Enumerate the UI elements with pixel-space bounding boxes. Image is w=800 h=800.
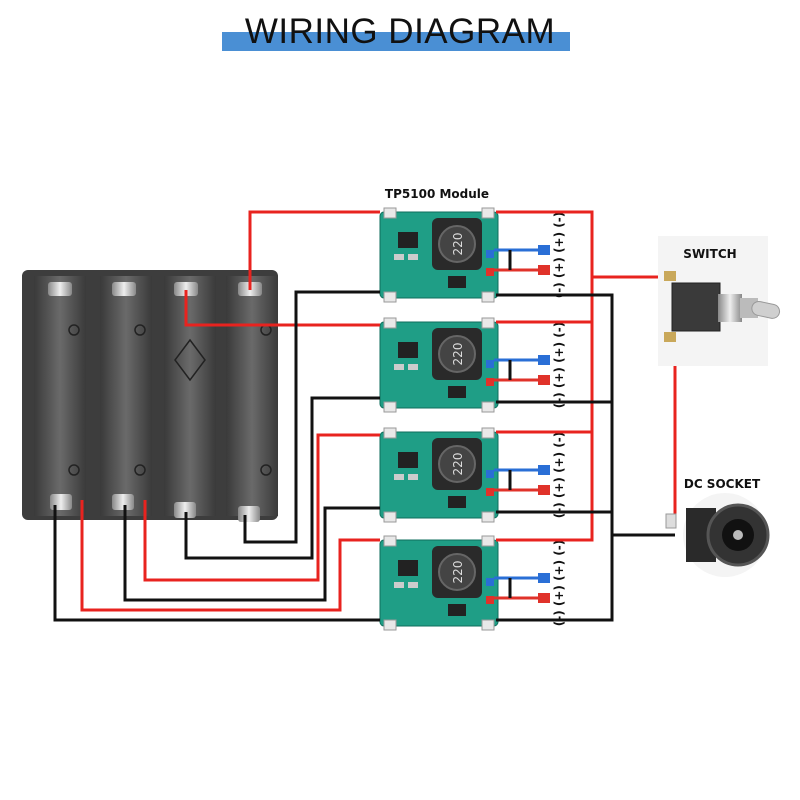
switch-label: SWITCH xyxy=(683,247,736,261)
module-3 xyxy=(379,427,499,523)
terminal-label-2: (-) (+) (+) (-) xyxy=(552,322,566,408)
title-underline-bar xyxy=(222,32,570,51)
negative-wires xyxy=(53,290,675,622)
module-leads xyxy=(494,245,550,603)
terminal-label-4: (-) (+) (+) (-) xyxy=(552,540,566,626)
module-1 xyxy=(379,207,499,303)
module-heading: TP5100 Module xyxy=(385,187,489,201)
toggle-switch xyxy=(658,236,781,366)
battery-holder xyxy=(22,270,278,522)
socket-label: DC SOCKET xyxy=(684,477,761,491)
module-4 xyxy=(379,535,499,631)
diagram-title: WIRING DIAGRAM xyxy=(244,12,556,51)
dc-socket xyxy=(665,493,770,577)
terminal-label-1: (-) (+) (+) (-) xyxy=(552,212,566,298)
positive-wires xyxy=(80,210,677,612)
terminal-label-3: (-) (+) (+) (-) xyxy=(552,432,566,518)
module-2 xyxy=(379,317,499,413)
